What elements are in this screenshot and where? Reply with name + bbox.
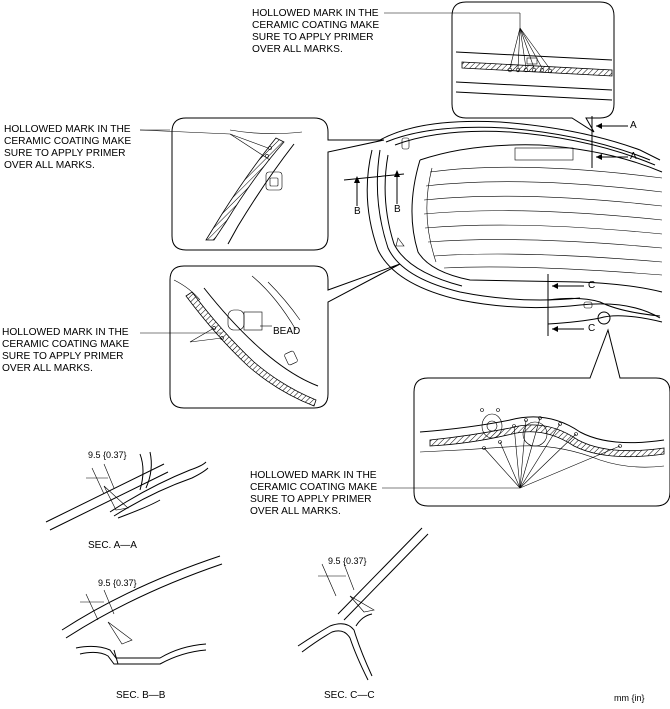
section-a-label-bottom: A	[630, 151, 637, 162]
note-top: HOLLOWED MARK IN THE CERAMIC COATING MAK…	[252, 8, 380, 55]
section-a-label-top: A	[630, 120, 637, 131]
section-aa-drawing	[45, 451, 209, 531]
dimension-bb: 9.5 {0.37}	[98, 578, 137, 588]
units-label: mm {in}	[614, 693, 645, 703]
section-line-markers	[343, 116, 628, 336]
dimension-cc: 9.5 {0.37}	[328, 556, 367, 566]
detail-bubble-right-lower	[413, 328, 670, 507]
section-cc-title: SEC. C—C	[324, 690, 375, 701]
section-cc-drawing	[297, 527, 429, 681]
section-b-label-right: B	[394, 204, 401, 215]
section-bb-title: SEC. B—B	[116, 690, 166, 701]
bead-label: BEAD	[273, 326, 301, 337]
dimension-aa: 9.5 {0.37}	[88, 450, 127, 460]
detail-bubble-left-lower	[140, 263, 401, 409]
section-c-label-bottom: C	[588, 323, 596, 334]
section-bb-drawing	[61, 555, 223, 665]
section-aa-title: SEC. A—A	[88, 540, 137, 551]
section-c-label-top: C	[588, 280, 596, 291]
detail-bubble-top	[451, 1, 615, 133]
note-left-lower: HOLLOWED MARK IN THE CERAMIC COATING MAK…	[2, 327, 130, 374]
detail-bubble-left-upper	[171, 117, 385, 251]
section-b-label-left: B	[354, 206, 361, 217]
note-left-upper: HOLLOWED MARK IN THE CERAMIC COATING MAK…	[4, 124, 132, 171]
rear-window-glass	[366, 120, 663, 325]
note-right-lower: HOLLOWED MARK IN THE CERAMIC COATING MAK…	[250, 470, 378, 517]
